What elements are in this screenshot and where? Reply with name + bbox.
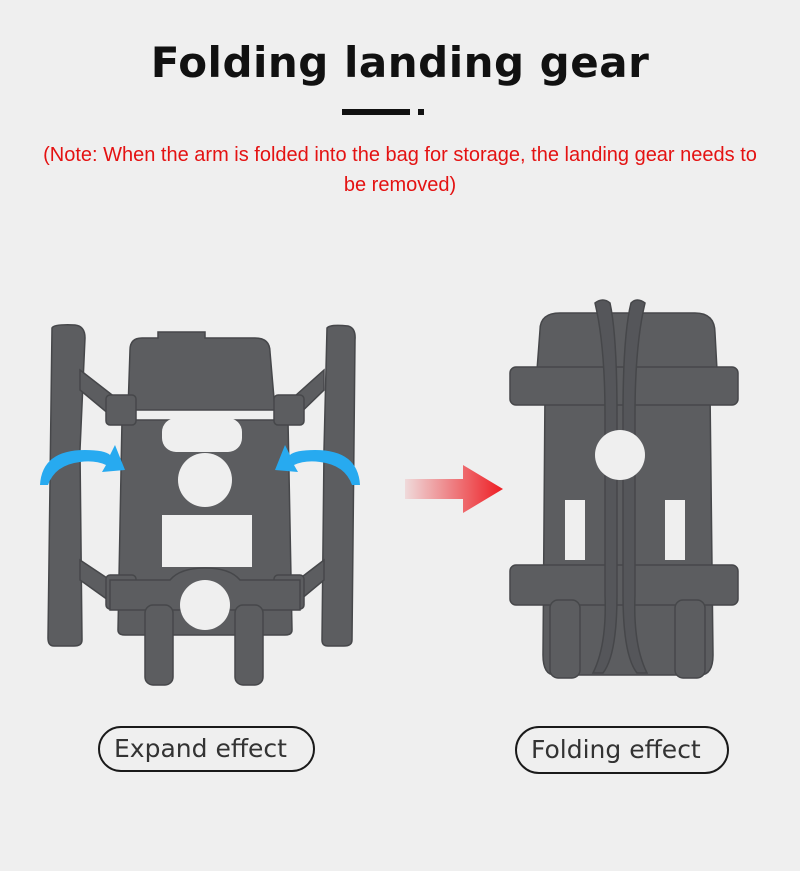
- storage-note: (Note: When the arm is folded into the b…: [43, 144, 757, 196]
- expand-effect-label: Expand effect: [98, 726, 315, 772]
- folded-landing-gear-image: [509, 299, 739, 679]
- title-underline: [342, 109, 410, 115]
- transition-arrow-icon: [405, 465, 503, 513]
- page-title: Folding landing gear: [150, 38, 650, 87]
- folding-effect-label: Folding effect: [515, 726, 729, 774]
- title-underline-dot: [418, 109, 424, 115]
- expanded-landing-gear-image: [40, 324, 360, 686]
